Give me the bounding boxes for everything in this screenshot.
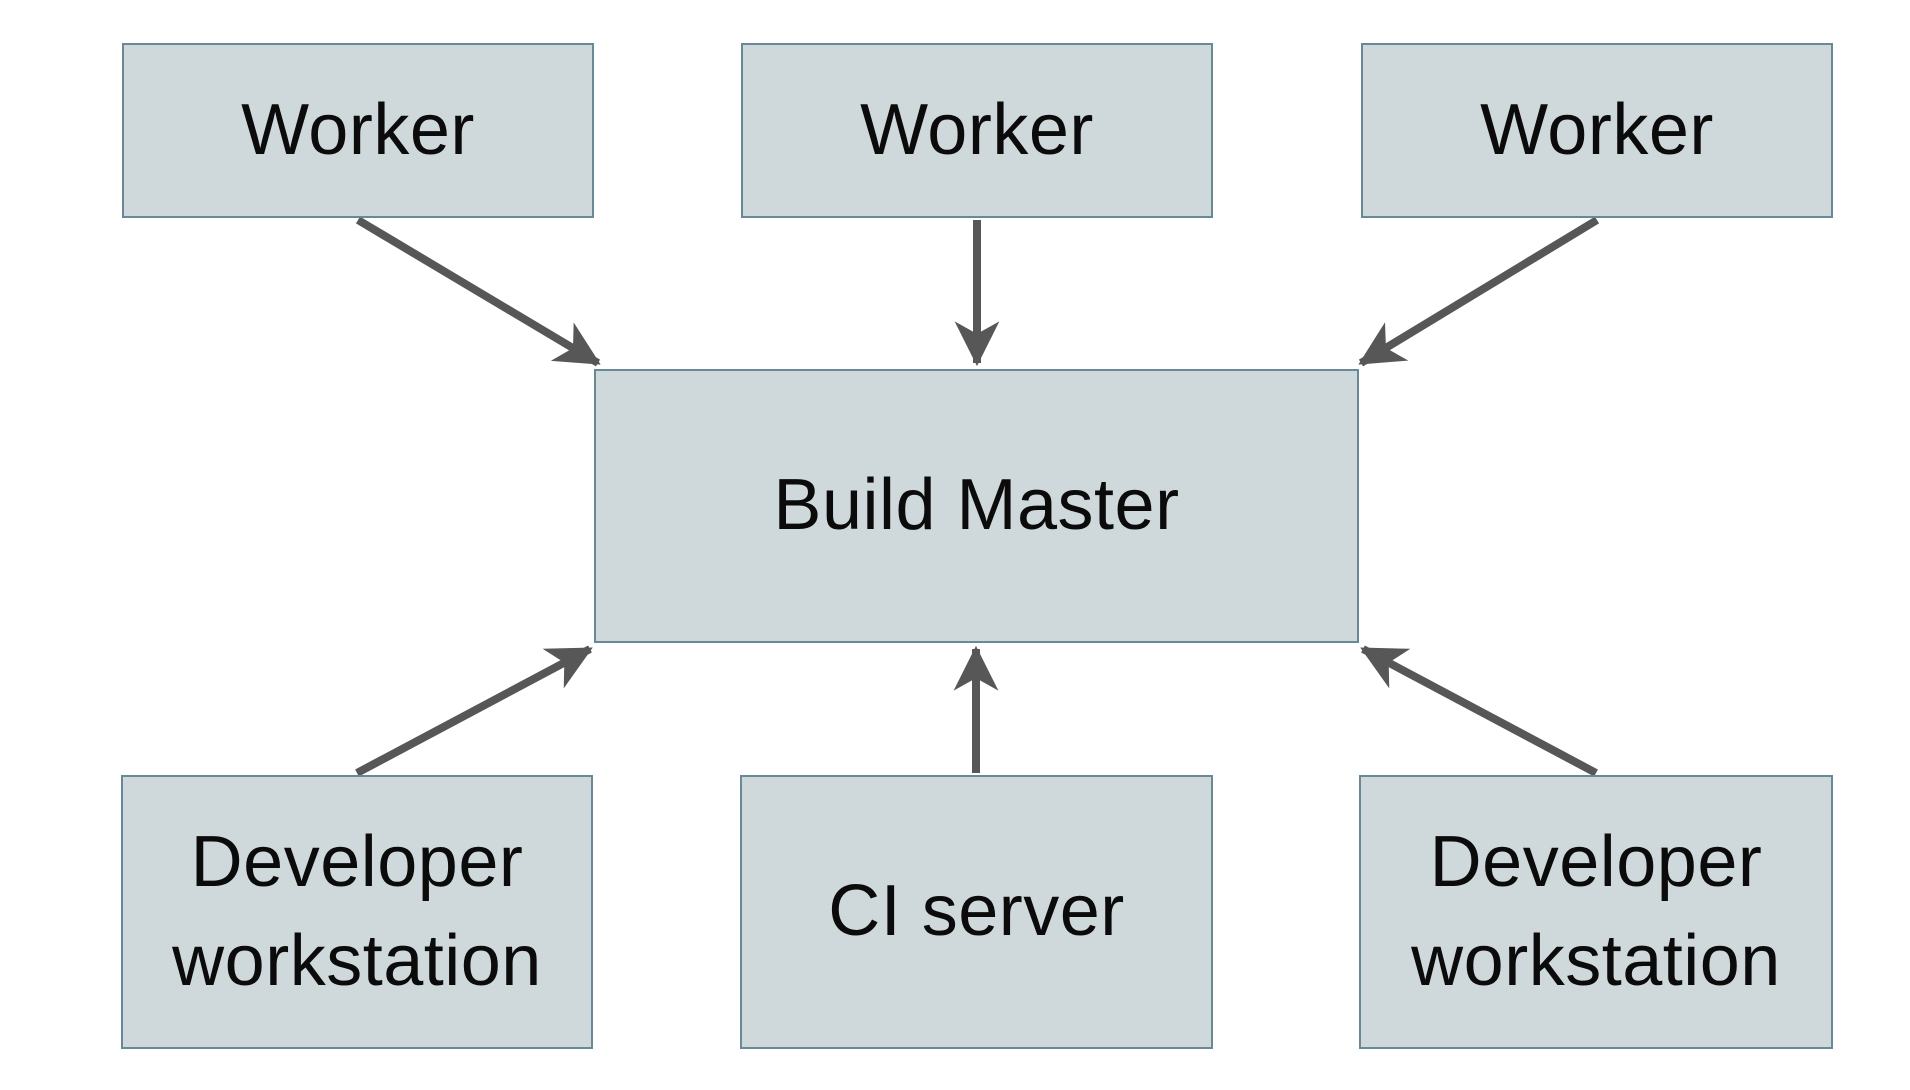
node-developer-workstation-left-label: Developer workstation: [172, 821, 542, 1001]
node-ci-server: CI server: [740, 775, 1213, 1049]
arrow-dev-left-to-build-master: [355, 645, 593, 777]
arrow-dev-right-to-build-master: [1360, 645, 1598, 777]
node-developer-workstation-right-label: Developer workstation: [1411, 821, 1781, 1001]
node-build-master-label: Build Master: [773, 465, 1180, 546]
node-build-master: Build Master: [594, 369, 1359, 643]
node-ci-server-label: CI server: [828, 871, 1125, 952]
arrow-worker3-to-build-master: [1358, 216, 1600, 367]
node-developer-workstation-left: Developer workstation: [121, 775, 593, 1049]
node-worker-2: Worker: [741, 43, 1213, 218]
node-worker-3: Worker: [1361, 43, 1833, 218]
node-worker-3-label: Worker: [1480, 89, 1714, 170]
node-worker-1-label: Worker: [241, 89, 475, 170]
arrow-worker1-to-build-master: [355, 216, 601, 367]
node-developer-workstation-right: Developer workstation: [1359, 775, 1833, 1049]
node-worker-1: Worker: [122, 43, 594, 218]
node-worker-2-label: Worker: [860, 89, 1094, 170]
